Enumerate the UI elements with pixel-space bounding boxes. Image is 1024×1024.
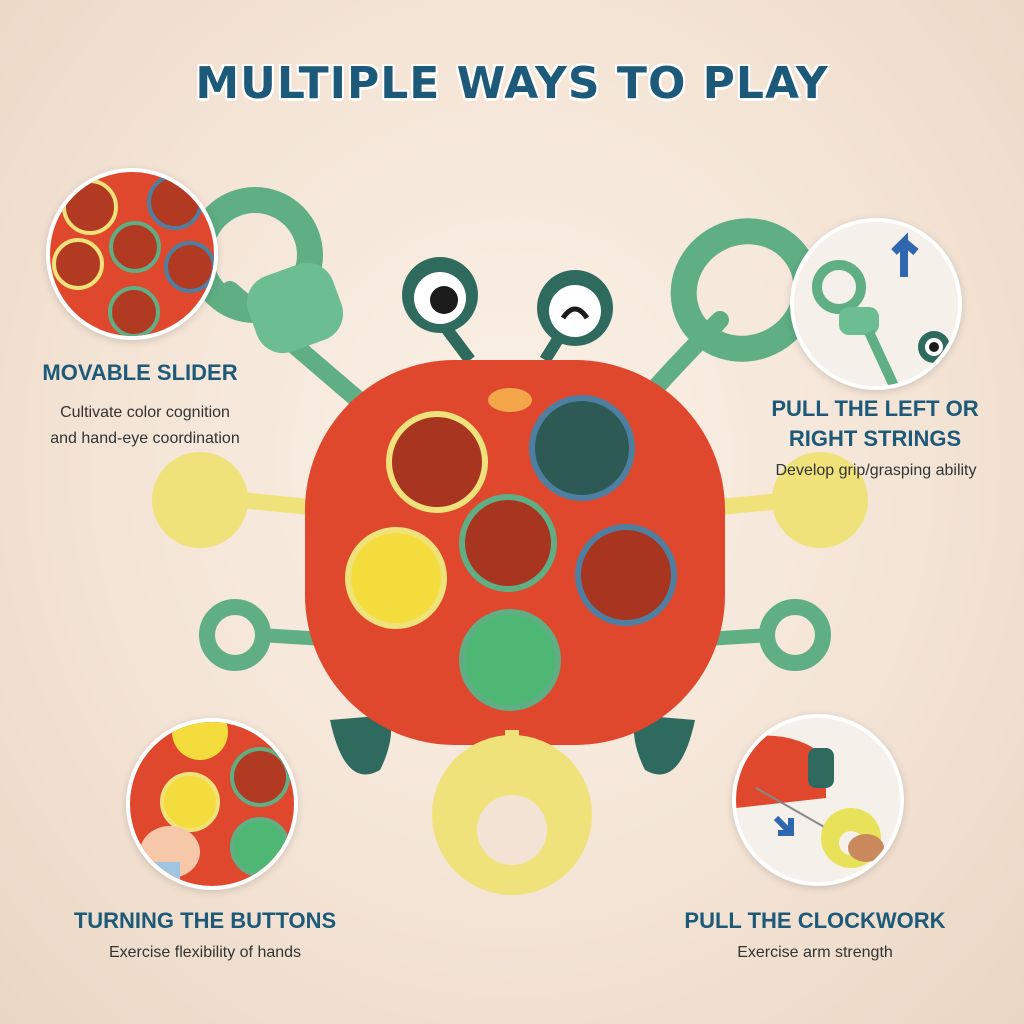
movable-slider-desc-line1: Cultivate color cognition — [60, 404, 230, 421]
yellow-crab-teether — [432, 730, 592, 895]
pull-strings-desc: Develop grip/grasping ability — [775, 462, 977, 479]
pull-strings-closeup — [790, 218, 962, 390]
yellow-side-paddles — [152, 452, 868, 548]
movable-slider-desc-line2: and hand-eye coordination — [50, 430, 240, 447]
movable-slider-closeup — [46, 168, 218, 340]
crab-eyes — [402, 257, 613, 364]
pull-clockwork-title: PULL THE CLOCKWORK — [684, 908, 946, 933]
pull-strings-title-line2: RIGHT STRINGS — [788, 426, 962, 451]
crab-buttons — [345, 395, 677, 711]
pull-clockwork-desc: Exercise arm strength — [737, 944, 893, 961]
turning-buttons-desc: Exercise flexibility of hands — [108, 944, 302, 961]
page-title: MULTIPLE WAYS TO PLAY — [195, 58, 829, 109]
crab-feet — [330, 715, 695, 775]
pull-clockwork-closeup — [732, 714, 904, 886]
turning-buttons-title: TURNING THE BUTTONS — [73, 908, 337, 933]
turning-buttons-closeup — [126, 718, 298, 890]
pull-strings-title-line1: PULL THE LEFT OR — [771, 396, 979, 421]
movable-slider-title: MOVABLE SLIDER — [42, 360, 238, 385]
